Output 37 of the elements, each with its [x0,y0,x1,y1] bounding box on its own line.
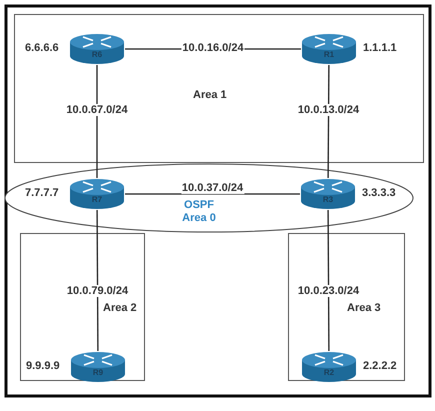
area-label: Area 3 [347,302,381,314]
router-label: R9 [92,368,104,377]
router-id-label: 1.1.1.1 [363,42,397,54]
subnet-label: 10.0.79.0/24 [66,284,130,296]
area-label: Area 1 [193,89,227,101]
router [70,351,126,383]
network-link [327,65,330,178]
network-link [327,210,330,351]
router [301,351,357,383]
subnet-label: 10.0.37.0/24 [180,182,244,194]
area-label: Area 2 [103,302,137,314]
router-label: R6 [90,50,104,59]
router [69,33,125,65]
router-id-label: 6.6.6.6 [25,42,59,54]
subnet-label: 10.0.67.0/24 [65,104,129,116]
area-box [288,233,405,381]
router-id-label: 2.2.2.2 [363,360,397,372]
network-link [96,210,99,351]
router [300,178,356,210]
subnet-label: 10.0.23.0/24 [296,284,360,296]
router-id-label: 7.7.7.7 [25,187,59,199]
router [69,178,125,210]
network-link [125,193,300,195]
router-id-label: 3.3.3.3 [362,187,396,199]
router [301,33,357,65]
area-ellipse [4,163,414,233]
network-link [96,65,98,178]
router-label: R1 [322,50,336,59]
subnet-label: 10.0.16.0/24 [181,42,245,54]
router-label: R7 [90,195,104,204]
router-label: R2 [322,368,336,377]
area-box [20,233,145,381]
area-label: OSPF Area 0 [181,199,217,225]
subnet-label: 10.0.13.0/24 [296,104,360,116]
area-box [14,14,424,163]
router-id-label: 9.9.9.9 [26,360,60,372]
router-label: R3 [322,195,334,204]
